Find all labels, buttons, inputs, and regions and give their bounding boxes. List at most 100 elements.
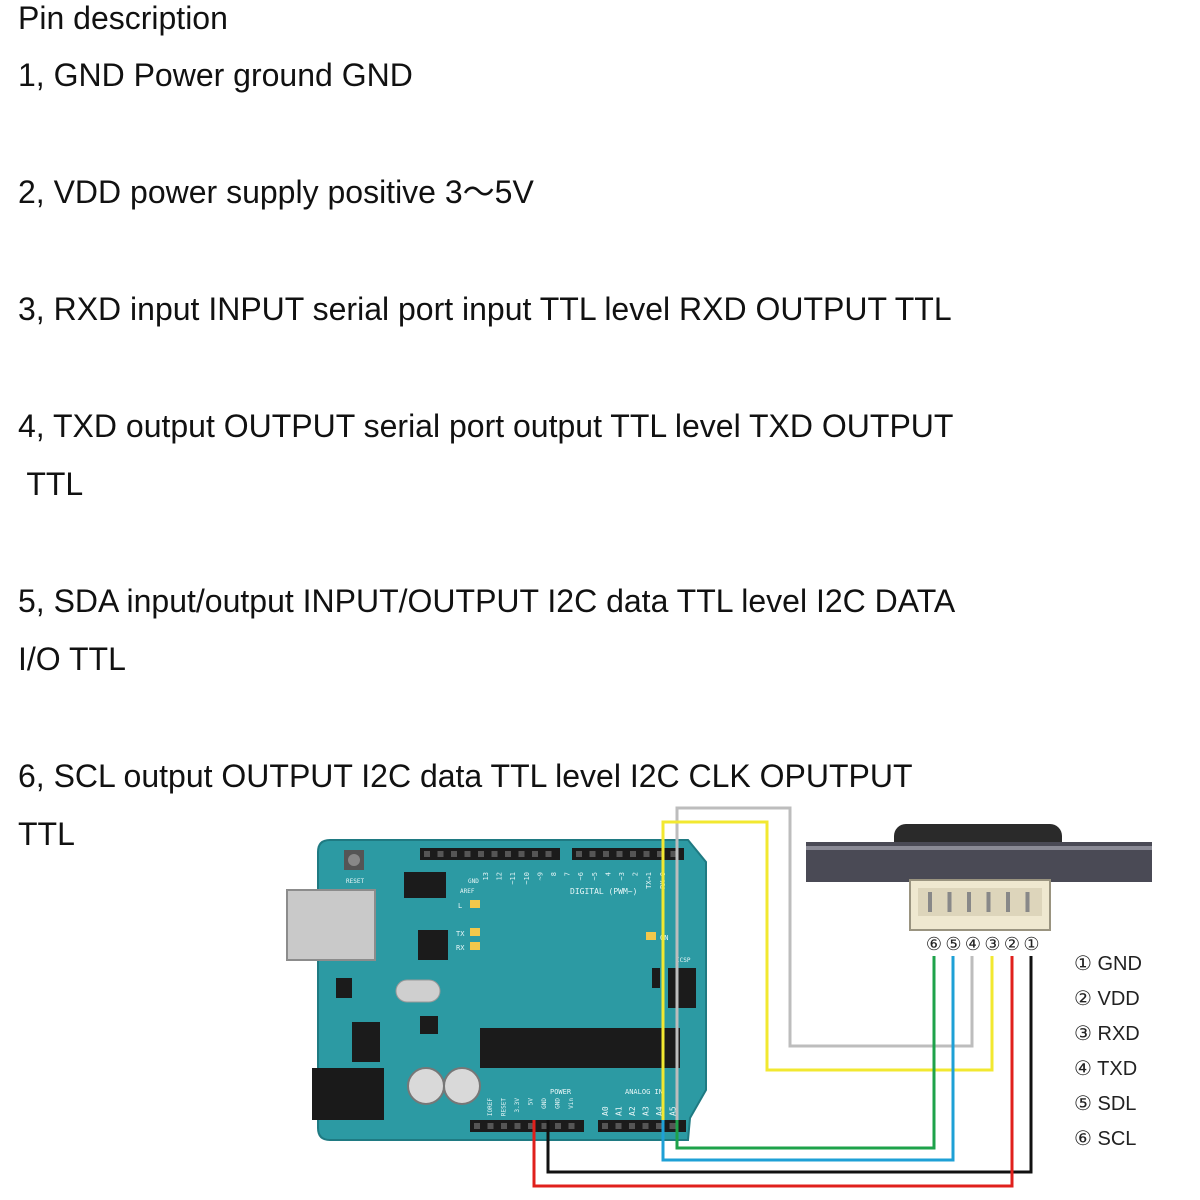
analog-header [598,1120,686,1132]
digital-label: DIGITAL (PWM~) [570,887,637,896]
power-pin-label: Vin [568,1098,575,1109]
icsp2-header [404,872,446,898]
header-pin [541,1123,548,1129]
pin-2-line-1: 2, VDD power supply positive 3～5V [18,174,534,210]
header-pin [505,851,511,857]
crystal [395,979,441,1003]
power-pin-label: GND [555,1098,562,1109]
analog-pin-label: A1 [615,1106,624,1116]
header-pin [603,851,609,857]
connector-pins [928,892,1030,912]
header-pin [437,851,444,857]
digital-pin-label: TX→1 [645,872,653,889]
header-pin [474,1123,480,1129]
reset-label: RESET [346,878,364,885]
legend-item: ④ TXD [1074,1058,1137,1080]
header-pin [576,851,582,857]
connector-pin-number: ⑥ [926,934,942,955]
wire-rxd [675,806,974,1120]
digital-pin-label: 7 [564,872,572,876]
header-pin [528,1123,534,1129]
digital-pin-label: ~9 [536,872,544,880]
pin-6-line-2: TTL [18,816,75,852]
pin-1-line-1: 1, GND Power ground GND [18,57,413,93]
legend-item: ③ RXD [1074,1023,1140,1045]
header-pin [643,851,650,857]
connector-pin-number: ① [1023,934,1039,955]
connector-socket [918,888,1042,916]
legend-item: ⑤ SDL [1074,1093,1136,1115]
connector-pin-number: ② [1004,934,1020,955]
legend-item: ② VDD [1074,988,1140,1010]
led-rx [470,942,480,950]
header-pin [451,851,457,857]
header-pin [545,851,552,857]
header-pin [615,1123,622,1129]
header-pin [602,1123,608,1129]
capacitor-1 [407,1067,445,1105]
digital-header-strip [572,848,684,860]
header-pin [630,851,636,857]
power-pin-label: IOREF [487,1098,494,1116]
voltage-regulator [352,1022,380,1062]
pin-6-line-1: 6, SCL output OUTPUT I2C data TTL level … [18,758,913,794]
digital-pin-label: 13 [482,872,490,880]
digital-pin-label: ~5 [591,872,599,880]
pin-4-line-2: TTL [18,466,84,502]
page-title: Pin description [18,0,228,36]
pin-3-line-1: 3, RXD input INPUT serial port input TTL… [18,291,952,327]
header-pin [518,851,525,857]
digital-pin-label: ~3 [618,872,626,880]
wire-txd [661,820,994,1120]
power-pin-label: RESET [501,1098,508,1116]
digital-pin-label: 12 [496,872,504,880]
icsp-label: ICSP [676,957,691,964]
usb-chip [418,930,448,960]
connector-pin [928,892,932,912]
pin-5-line-1: 5, SDA input/output INPUT/OUTPUT I2C dat… [18,583,956,619]
header-pin [555,1123,561,1129]
digital-pin-label: ~6 [577,872,585,880]
header-pin [656,1123,662,1129]
header-pin [464,851,471,857]
power-pin-label: 5V [528,1098,535,1106]
led-l [470,900,480,908]
reset-button-cap [348,854,360,866]
pin-legend: ① GND ② VDD ③ RXD ④ TXD ⑤ SDL ⑥ SCL [1074,953,1142,1150]
digital-pin-label: ~10 [523,872,531,885]
header-pin [642,1123,649,1129]
regulator-chip [336,978,352,998]
pin-4-line-1: 4, TXD output OUTPUT serial port output … [18,408,954,444]
legend-item: ⑥ SCL [1074,1128,1136,1150]
wire-sda [661,956,955,1162]
diode [652,968,660,988]
header-pin [568,1123,575,1129]
power-header-strip [470,1120,584,1132]
connector-pin-number: ③ [984,934,1000,955]
header-pin [616,851,623,857]
led-tx-label: TX [456,930,465,938]
capacitor-2 [443,1067,481,1105]
aref-label: AREF [460,888,475,895]
power-label: POWER [550,1088,572,1096]
wire-scl [675,956,936,1150]
connector-pin-number: ④ [965,934,981,955]
microcontroller-chip [480,1028,680,1068]
header-pin [424,851,430,857]
wires [532,806,1033,1188]
digital-pin-label: 8 [550,872,558,876]
digital-pin-label: 4 [604,872,612,876]
header-pin [501,1123,507,1129]
analog-pin-label: A4 [655,1106,664,1116]
analog-pin-label: A3 [642,1106,651,1116]
led-rx-label: RX [456,944,465,952]
digital-header [420,848,684,860]
digital-pin-label: 2 [632,872,640,876]
header-pin [589,851,596,857]
